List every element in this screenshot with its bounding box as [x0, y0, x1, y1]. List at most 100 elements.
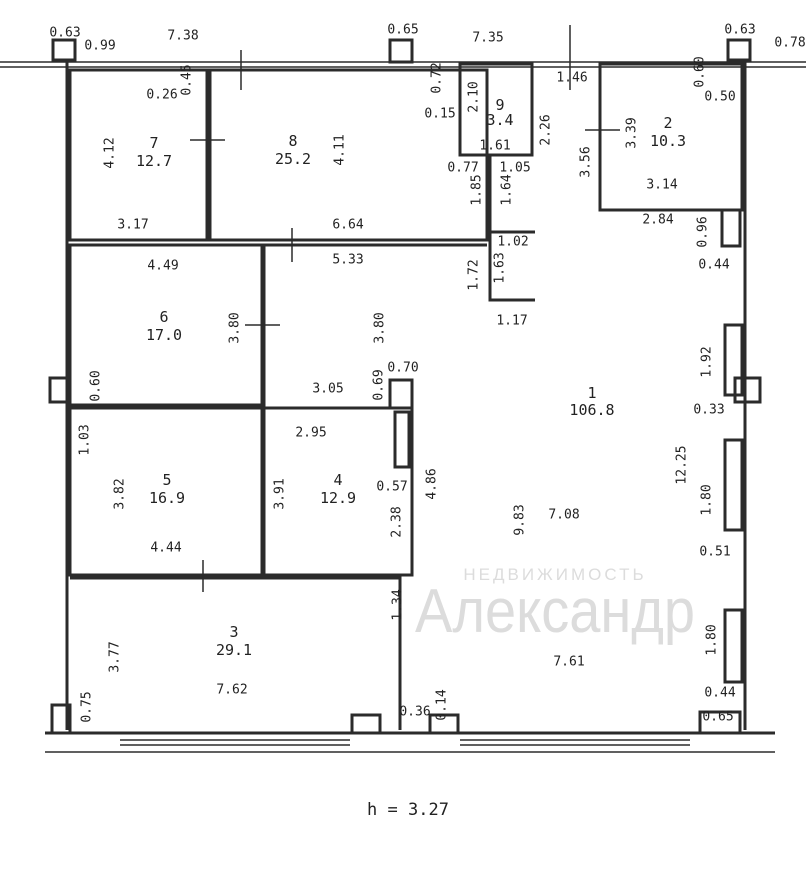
dimension-label: 1.17	[496, 314, 527, 329]
dimension-label: 2.38	[390, 506, 405, 537]
room-area: 17.0	[146, 326, 182, 344]
room-number: 5	[162, 471, 171, 489]
dimension-label: 3.80	[373, 312, 388, 343]
dimension-label: 0.60	[693, 56, 708, 87]
dimension-label: 0.63	[49, 26, 80, 41]
dimension-label: 0.36	[399, 705, 430, 720]
dimension-label: 0.14	[435, 689, 450, 720]
watermark: НЕДВИЖИМОСТЬ Александр	[415, 565, 695, 646]
dimension-label: 0.60	[89, 370, 104, 401]
dimension-label: 1.03	[78, 424, 93, 455]
room-area: 29.1	[216, 641, 252, 659]
dimension-label: 0.70	[387, 361, 418, 376]
dimension-label: 1.61	[479, 139, 510, 154]
dimension-label: 7.61	[553, 655, 584, 670]
watermark-subtitle: НЕДВИЖИМОСТЬ	[463, 565, 646, 584]
dimension-label: 4.11	[333, 134, 348, 165]
dimension-label: 3.17	[117, 218, 148, 233]
walls	[0, 25, 806, 753]
room-area: 12.9	[320, 489, 356, 507]
room-number: 4	[333, 471, 342, 489]
dimension-label: 4.86	[425, 468, 440, 499]
column	[51, 38, 77, 62]
column	[726, 38, 752, 62]
dimension-label: 0.96	[696, 216, 711, 247]
dimension-label: 0.77	[447, 161, 478, 176]
room-area: 106.8	[569, 401, 614, 419]
ceiling-height-label: h = 3.27	[367, 800, 449, 820]
room-1-outline	[262, 243, 487, 408]
dimension-label: 1.85	[470, 174, 485, 205]
room-8-outline	[208, 68, 489, 242]
dimension-label: 0.65	[702, 710, 733, 725]
dimension-label: 3.91	[273, 478, 288, 509]
dimension-label: 3.39	[625, 117, 640, 148]
room-5-outline	[68, 406, 264, 577]
dimension-label: 12.25	[675, 445, 690, 484]
dimension-label: 5.33	[332, 253, 363, 268]
room-number: 8	[288, 132, 297, 150]
dimension-label: 7.35	[472, 31, 503, 46]
room-area: 10.3	[650, 132, 686, 150]
dimension-label: 1.80	[705, 624, 720, 655]
watermark-title: Александр	[415, 577, 695, 646]
dimension-label: 3.56	[579, 146, 594, 177]
room-area: 12.7	[136, 152, 172, 170]
room-3-outline	[70, 576, 402, 730]
dimension-label: 3.77	[108, 641, 123, 672]
dimension-label: 1.34	[391, 589, 406, 620]
dimension-label: 4.44	[150, 541, 181, 556]
dimension-label: 1.02	[497, 235, 528, 250]
dimension-label: 0.50	[704, 90, 735, 105]
dimension-label: 0.72	[430, 62, 445, 93]
dimension-label: 3.80	[228, 312, 243, 343]
dimension-label: 7.38	[167, 29, 198, 44]
dimension-label: 0.15	[424, 107, 455, 122]
room-number: 6	[159, 308, 168, 326]
room-7-outline	[68, 68, 209, 242]
room-2-outline	[598, 62, 744, 212]
dimension-label: 1.63	[493, 252, 508, 283]
room-area: 16.9	[149, 489, 185, 507]
dimension-label: 3.82	[113, 478, 128, 509]
dimension-label: 1.72	[467, 259, 482, 290]
dimension-label: 4.49	[147, 259, 178, 274]
room-number: 2	[663, 114, 672, 132]
dimension-label: 0.44	[698, 258, 729, 273]
column	[388, 38, 414, 64]
dimension-label: 0.26	[146, 88, 177, 103]
room-number: 7	[149, 134, 158, 152]
dimension-label: 0.78	[774, 36, 805, 51]
dimension-label: 1.80	[700, 484, 715, 515]
room-number: 3	[229, 623, 238, 641]
dimension-label: 0.33	[693, 403, 724, 418]
dimension-label: 7.08	[548, 508, 579, 523]
dimension-label: 7.62	[216, 683, 247, 698]
dimension-label: 0.99	[84, 39, 115, 54]
room-4-outline	[262, 406, 414, 577]
dimension-label: 3.14	[646, 178, 677, 193]
room-9-outline	[458, 62, 534, 157]
dimension-label: 0.65	[387, 23, 418, 38]
dimension-label: 0.45	[180, 64, 195, 95]
dimension-label: 2.26	[539, 114, 554, 145]
dimension-label: 0.75	[80, 691, 95, 722]
dimension-label: 4.12	[103, 137, 118, 168]
dimension-label: 0.51	[699, 545, 730, 560]
room-area: 25.2	[275, 150, 311, 168]
dimension-label: 2.10	[467, 81, 482, 112]
room-number: 1	[587, 384, 596, 402]
dimension-label: 1.05	[499, 161, 530, 176]
dimension-label: 0.44	[704, 686, 735, 701]
dimension-label: 6.64	[332, 218, 363, 233]
dimension-label: 9.83	[513, 504, 528, 535]
dimension-label: 1.46	[556, 71, 587, 86]
dimension-label: 2.84	[642, 213, 673, 228]
dimension-label: 3.05	[312, 382, 343, 397]
dimension-label: 0.69	[372, 369, 387, 400]
dimension-label: 0.57	[376, 480, 407, 495]
room-area: 3.4	[486, 111, 513, 129]
dimension-label: 2.95	[295, 426, 326, 441]
